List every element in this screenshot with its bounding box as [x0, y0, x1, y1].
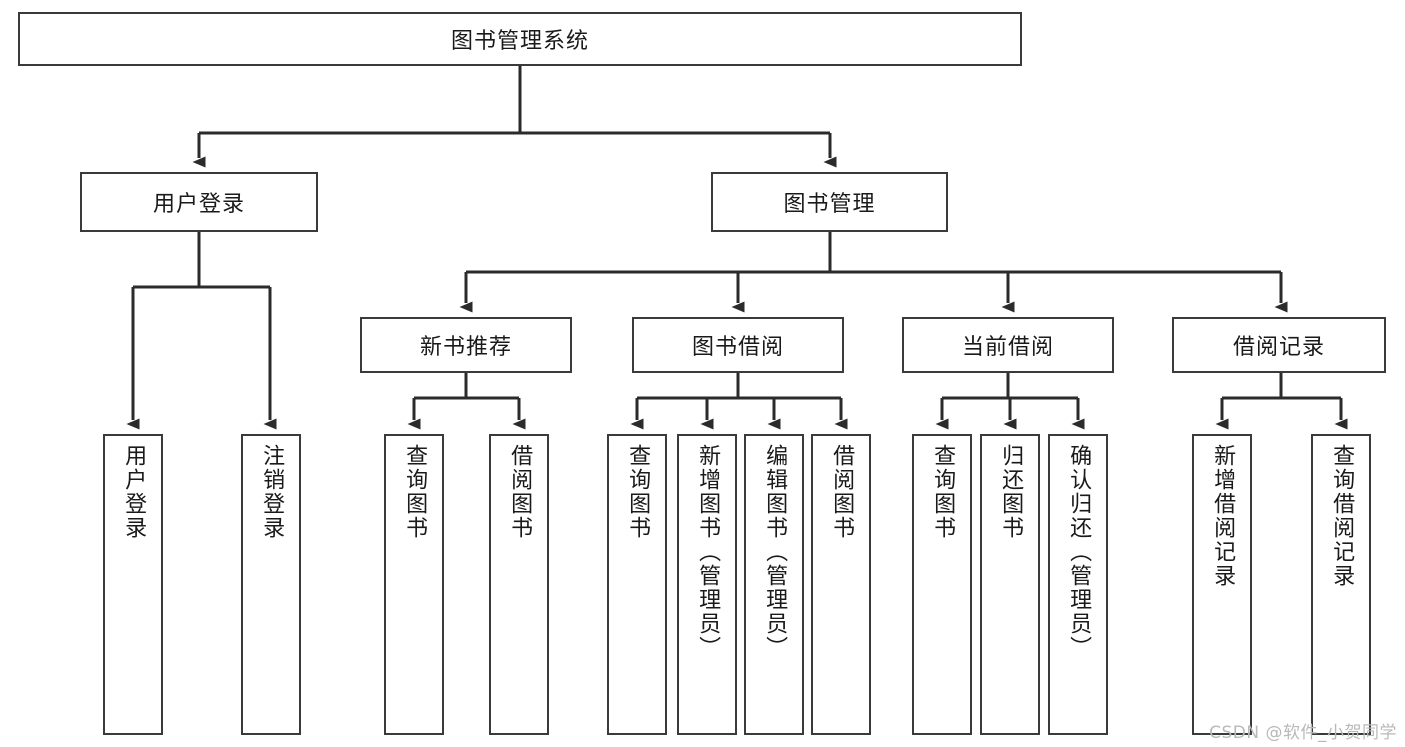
watermark: CSDN @软件_小贺同学: [1209, 723, 1397, 743]
node-leaf-user-login-label: 用户登录: [121, 444, 147, 540]
node-leaf-return-book[interactable]: 归还图书: [980, 434, 1040, 735]
node-book-management[interactable]: 图书管理: [711, 172, 948, 232]
node-root-label: 图书管理系统: [450, 29, 589, 54]
node-leaf-query-record[interactable]: 查询借阅记录: [1311, 434, 1371, 735]
node-leaf-query-book-2-label: 查询图书: [625, 444, 651, 540]
node-leaf-edit-book-label: 编辑图书（管理员）: [762, 444, 788, 660]
node-user-login[interactable]: 用户登录: [80, 172, 318, 232]
node-leaf-logout[interactable]: 注销登录: [241, 434, 301, 735]
node-leaf-add-book[interactable]: 新增图书（管理员）: [677, 434, 737, 735]
node-borrow-record[interactable]: 借阅记录: [1172, 317, 1386, 373]
node-new-book-recommend-label: 新书推荐: [419, 335, 512, 360]
node-leaf-borrow-book-1[interactable]: 借阅图书: [489, 434, 549, 735]
node-leaf-borrow-book-2-label: 借阅图书: [829, 444, 855, 540]
node-leaf-borrow-book-2[interactable]: 借阅图书: [811, 434, 871, 735]
node-leaf-edit-book[interactable]: 编辑图书（管理员）: [744, 434, 804, 735]
node-leaf-add-record-label: 新增借阅记录: [1210, 444, 1236, 588]
node-current-borrow[interactable]: 当前借阅: [902, 317, 1114, 373]
node-leaf-borrow-book-1-label: 借阅图书: [507, 444, 533, 540]
node-leaf-return-book-label: 归还图书: [998, 444, 1024, 540]
node-leaf-query-book-1-label: 查询图书: [402, 444, 428, 540]
node-root[interactable]: 图书管理系统: [18, 12, 1022, 66]
node-user-login-label: 用户登录: [152, 192, 245, 217]
node-leaf-query-book-3[interactable]: 查询图书: [912, 434, 972, 735]
node-leaf-user-login[interactable]: 用户登录: [103, 434, 163, 735]
node-book-borrow-label: 图书借阅: [691, 335, 784, 360]
node-leaf-query-book-3-label: 查询图书: [930, 444, 956, 540]
node-leaf-add-book-label: 新增图书（管理员）: [695, 444, 721, 660]
node-leaf-logout-label: 注销登录: [259, 444, 285, 540]
node-borrow-record-label: 借阅记录: [1232, 335, 1325, 360]
node-current-borrow-label: 当前借阅: [961, 335, 1054, 360]
node-leaf-query-record-label: 查询借阅记录: [1329, 444, 1355, 588]
node-leaf-query-book-2[interactable]: 查询图书: [607, 434, 667, 735]
node-leaf-query-book-1[interactable]: 查询图书: [384, 434, 444, 735]
node-book-management-label: 图书管理: [783, 192, 876, 217]
node-leaf-confirm-return[interactable]: 确认归还（管理员）: [1048, 434, 1108, 735]
node-leaf-confirm-return-label: 确认归还（管理员）: [1066, 444, 1092, 660]
node-new-book-recommend[interactable]: 新书推荐: [360, 317, 572, 373]
node-leaf-add-record[interactable]: 新增借阅记录: [1192, 434, 1252, 735]
node-book-borrow[interactable]: 图书借阅: [632, 317, 844, 373]
